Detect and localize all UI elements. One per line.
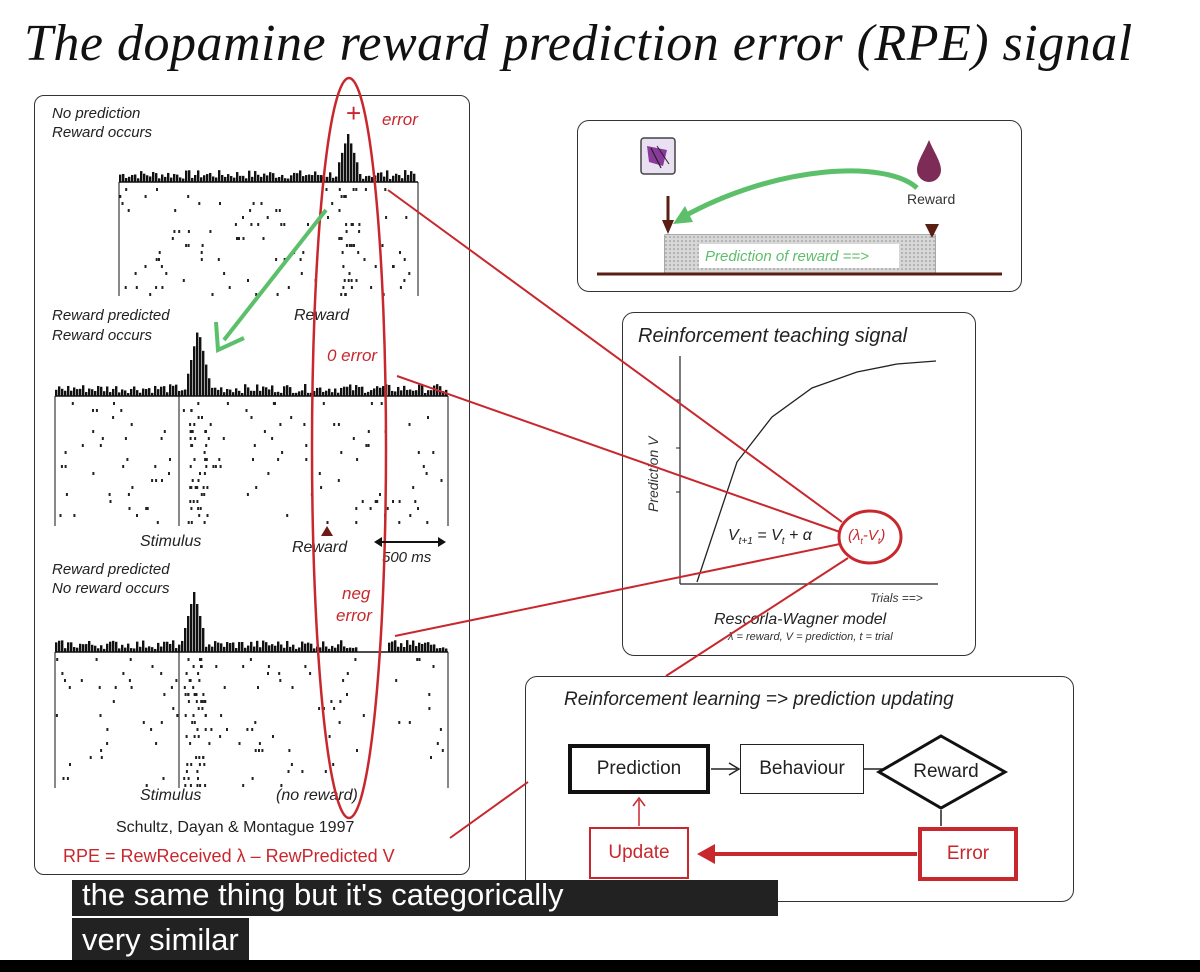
behaviour-box: Behaviour [740, 744, 864, 794]
positive-error-label: error [382, 110, 418, 129]
raster-block-1 [118, 134, 419, 296]
stimulus-arrow [662, 220, 674, 234]
raster3-label-line1: Reward predicted [52, 561, 170, 578]
raster3-stimulus-label: Stimulus [140, 787, 202, 804]
update-formula: Vt+1 = Vt + α [728, 527, 813, 547]
caption-line-2: very similar [72, 918, 249, 960]
raster1-label-line1: No prediction [52, 105, 141, 122]
zero-error-label: 0 error [327, 346, 378, 365]
raster2-label-line1: Reward predicted [52, 307, 170, 324]
bottom-bar [0, 960, 1200, 972]
reward-label: Reward [907, 191, 955, 207]
arrow-update-prediction [632, 796, 646, 807]
raster-block-2 [54, 332, 449, 526]
plot-xlabel: Trials ==> [870, 591, 923, 605]
error-box: Error [918, 827, 1018, 881]
prediction-box: Prediction [568, 744, 710, 794]
prediction-of-reward-label: Prediction of reward ==> [705, 248, 869, 265]
plus-sign: + [346, 98, 362, 128]
citation: Schultz, Dayan & Montague 1997 [116, 819, 355, 836]
arrow-prediction-behaviour [728, 762, 741, 776]
rpe-formula: RPE = RewReceived λ – RewPredicted V [63, 846, 395, 866]
reward-arrow [925, 224, 939, 238]
reward-diamond [876, 734, 1009, 810]
raster-panel [34, 95, 470, 875]
rl-updating-title: Reinforcement learning => prediction upd… [564, 689, 954, 710]
neg-error-label-line2: error [336, 606, 372, 625]
model-name: Rescorla-Wagner model [714, 611, 887, 628]
raster-block-3 [54, 592, 449, 788]
rescorla-wagner-plot: Prediction V Trials ==> Rescorla-Wagner … [645, 356, 938, 643]
learning-curve [696, 360, 937, 583]
reward-diamond-label: Reward [913, 761, 979, 782]
stimulus-icon [640, 137, 676, 175]
raster3-label-line2: No reward occurs [52, 580, 170, 597]
update-box: Update [589, 827, 689, 879]
slide-title: The dopamine reward prediction error (RP… [24, 15, 1133, 72]
raster1-label-line2: Reward occurs [52, 124, 153, 141]
raster2-stimulus-label: Stimulus [140, 533, 202, 550]
raster1-event-label: Reward [294, 307, 350, 324]
neg-error-label-line1: neg [342, 584, 371, 603]
plot-ylabel: Prediction V [645, 435, 661, 512]
raster2-label-line2: Reward occurs [52, 327, 153, 344]
caption-line-1: the same thing but it's categorically [72, 880, 778, 916]
model-legend: λ = reward, V = prediction, t = trial [727, 631, 893, 643]
green-arrow [679, 168, 919, 221]
reward-drop-icon [917, 140, 941, 182]
raster2-scale-label: 500 ms [382, 549, 432, 566]
reward-timeline-diagram: Reward Prediction of reward ==> [597, 137, 1002, 276]
error-term: (λt-Vt) [848, 527, 885, 546]
rl-flow-arrows [632, 734, 1009, 864]
arrow-error-update [697, 844, 715, 864]
raster2-event-label: Reward [292, 539, 348, 556]
raster3-event-label: (no reward) [276, 787, 358, 804]
raster-plots [54, 134, 449, 788]
